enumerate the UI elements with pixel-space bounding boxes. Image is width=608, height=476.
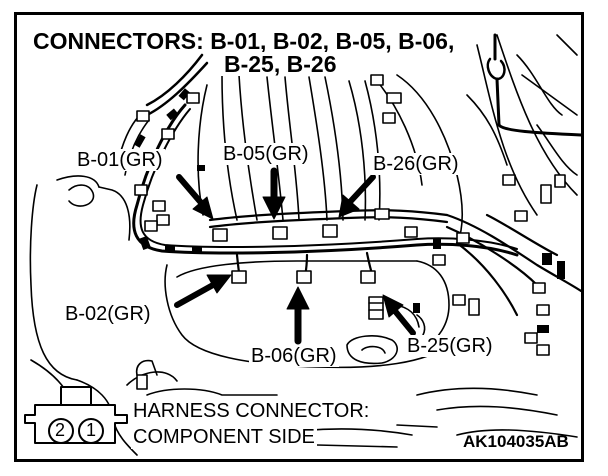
harness-connector-symbol <box>24 386 128 444</box>
legend-harness-connector: HARNESS CONNECTOR: <box>131 400 372 423</box>
label-b26: B-26(GR) <box>371 153 461 175</box>
harness-tape-bands <box>134 88 565 333</box>
arrow-b01 <box>176 174 214 220</box>
connectors-title-line2: B-25, B-26 <box>221 52 340 76</box>
label-b05: B-05(GR) <box>221 143 311 165</box>
legend-pin-1: 1 <box>86 420 97 440</box>
connector-blocks <box>134 74 566 390</box>
arrow-b05 <box>262 167 286 220</box>
callout-arrows <box>174 167 416 345</box>
label-b25: B-25(GR) <box>405 335 495 357</box>
connectors-title-line1: CONNECTORS: B-01, B-02, B-05, B-06, <box>30 29 458 53</box>
label-b06: B-06(GR) <box>249 345 339 367</box>
arrow-b02 <box>174 274 232 308</box>
legend-component-side: COMPONENT SIDE <box>131 426 317 449</box>
engine-bay-illustration <box>24 33 581 456</box>
arrow-b06 <box>286 286 310 345</box>
diagram-frame: CONNECTORS: B-01, B-02, B-05, B-06, B-25… <box>14 12 584 462</box>
arrow-b26 <box>338 174 376 218</box>
figure-code: AK104035AB <box>463 432 569 451</box>
arrow-b25 <box>382 294 416 336</box>
legend-pin-2: 2 <box>55 420 66 440</box>
label-b01: B-01(GR) <box>75 149 165 171</box>
label-b02: B-02(GR) <box>63 303 153 325</box>
